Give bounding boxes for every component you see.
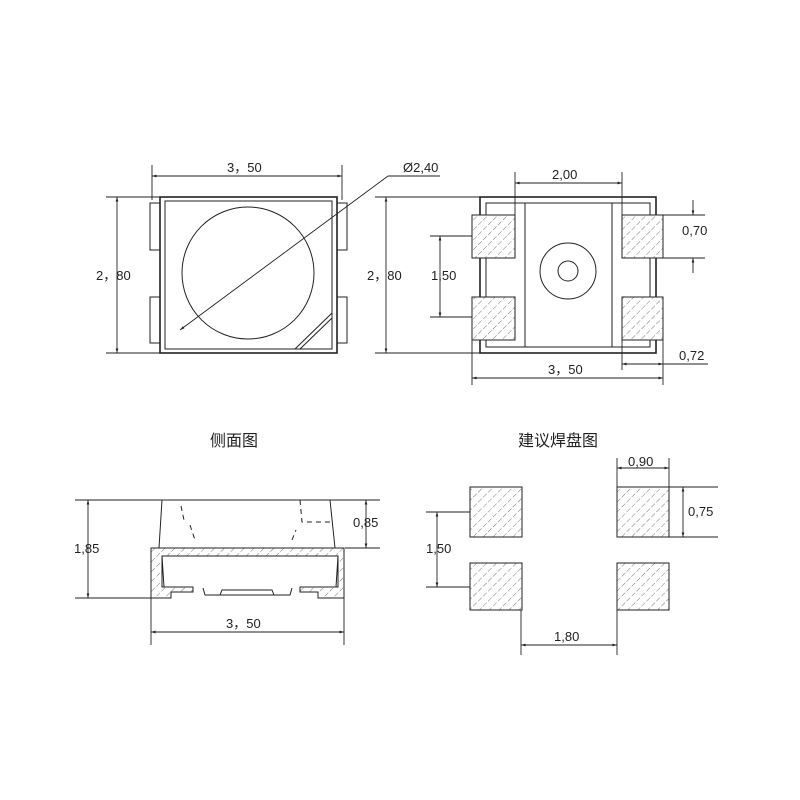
pad — [621, 214, 664, 259]
bottom-height-label: 2，80 — [367, 268, 402, 283]
housing-inner — [161, 555, 339, 596]
bottom-view: 2,00 0,70 1,50 2，80 3，50 0,72 — [367, 167, 708, 385]
lead-left-top — [149, 202, 161, 251]
pad-pitch-label: 1,50 — [431, 268, 456, 283]
top-height-label: 2，80 — [96, 268, 131, 283]
footprint-pad — [469, 562, 523, 611]
pad — [471, 296, 516, 341]
side-view: 侧面图 1,85 0,85 3，50 — [74, 431, 380, 645]
lead-left-bottom — [149, 296, 161, 344]
pad-height-label: 0,70 — [682, 223, 707, 238]
bottom-outline — [479, 196, 657, 354]
pad — [621, 296, 664, 341]
footprint-title: 建议焊盘图 — [518, 431, 598, 450]
lead-right-bottom — [336, 296, 348, 344]
package-inner-outline — [164, 200, 333, 350]
footprint-view: 建议焊盘图 0,90 0,75 1,50 1,80 — [426, 431, 718, 655]
top-width-label: 3，50 — [227, 160, 262, 175]
lens-hidden-lines — [180, 499, 330, 541]
diameter-leader — [179, 175, 389, 331]
lens-diameter-label: Ø2,40 — [403, 160, 438, 175]
center-width-label: 2,00 — [552, 167, 577, 182]
side-height-label: 1,85 — [74, 541, 99, 556]
polarity-chamfer-2 — [294, 312, 333, 350]
footprint-pad — [616, 562, 670, 611]
side-width-label: 3，50 — [226, 616, 261, 631]
lens-body — [158, 499, 336, 549]
pad-width-label: 0,72 — [679, 348, 704, 363]
bottom-inner-outline — [485, 202, 651, 348]
footprint-pad — [469, 486, 523, 538]
bottom-circle — [539, 242, 597, 300]
package-outline — [159, 196, 338, 354]
pad — [471, 214, 516, 259]
side-view-title: 侧面图 — [210, 431, 258, 450]
fp-pitch-label: 1,50 — [426, 541, 451, 556]
top-view: Ø2,40 3，50 2，80 — [96, 160, 440, 354]
bottom-inner-circle — [557, 260, 579, 282]
fp-pad-height-label: 0,75 — [688, 504, 713, 519]
lens-circle — [181, 206, 315, 340]
footprint-pad — [616, 486, 670, 538]
lens-height-label: 0,85 — [353, 515, 378, 530]
fp-gap-label: 1,80 — [554, 629, 579, 644]
bottom-width-label: 3，50 — [548, 362, 583, 377]
polarity-chamfer — [299, 317, 333, 350]
fp-pad-width-label: 0,90 — [628, 454, 653, 469]
